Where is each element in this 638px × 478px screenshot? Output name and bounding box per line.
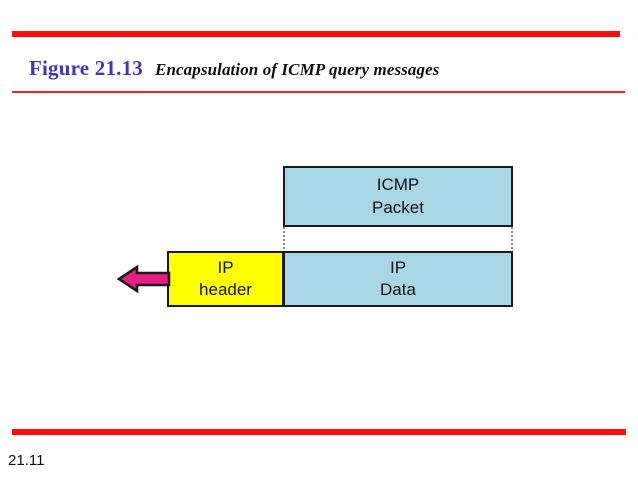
figure-number-label: Figure 21.13 <box>29 56 144 80</box>
figure-caption-label: Encapsulation of ICMP query messages <box>155 60 440 79</box>
icmp-packet-line2: Packet <box>372 197 424 217</box>
ip-data-box: IP Data <box>283 251 513 307</box>
icmp-packet-box: ICMP Packet <box>283 166 513 227</box>
footer-rule <box>12 429 626 435</box>
figure-title: Figure 21.13 Encapsulation of ICMP query … <box>29 56 439 81</box>
ip-data-line1: IP <box>389 257 407 277</box>
transmission-arrow-icon <box>117 262 171 296</box>
connector-line-right <box>511 227 513 251</box>
ip-header-line2: header <box>199 280 252 299</box>
connector-line-left <box>283 227 285 251</box>
header-top-rule <box>12 31 620 37</box>
header-bottom-rule <box>12 91 625 93</box>
page-number: 21.11 <box>8 452 45 469</box>
ip-header-line1: IP <box>217 257 234 277</box>
icmp-packet-line1: ICMP <box>376 175 420 195</box>
ip-header-box: IP header <box>167 251 284 307</box>
ip-data-line2: Data <box>380 280 416 299</box>
